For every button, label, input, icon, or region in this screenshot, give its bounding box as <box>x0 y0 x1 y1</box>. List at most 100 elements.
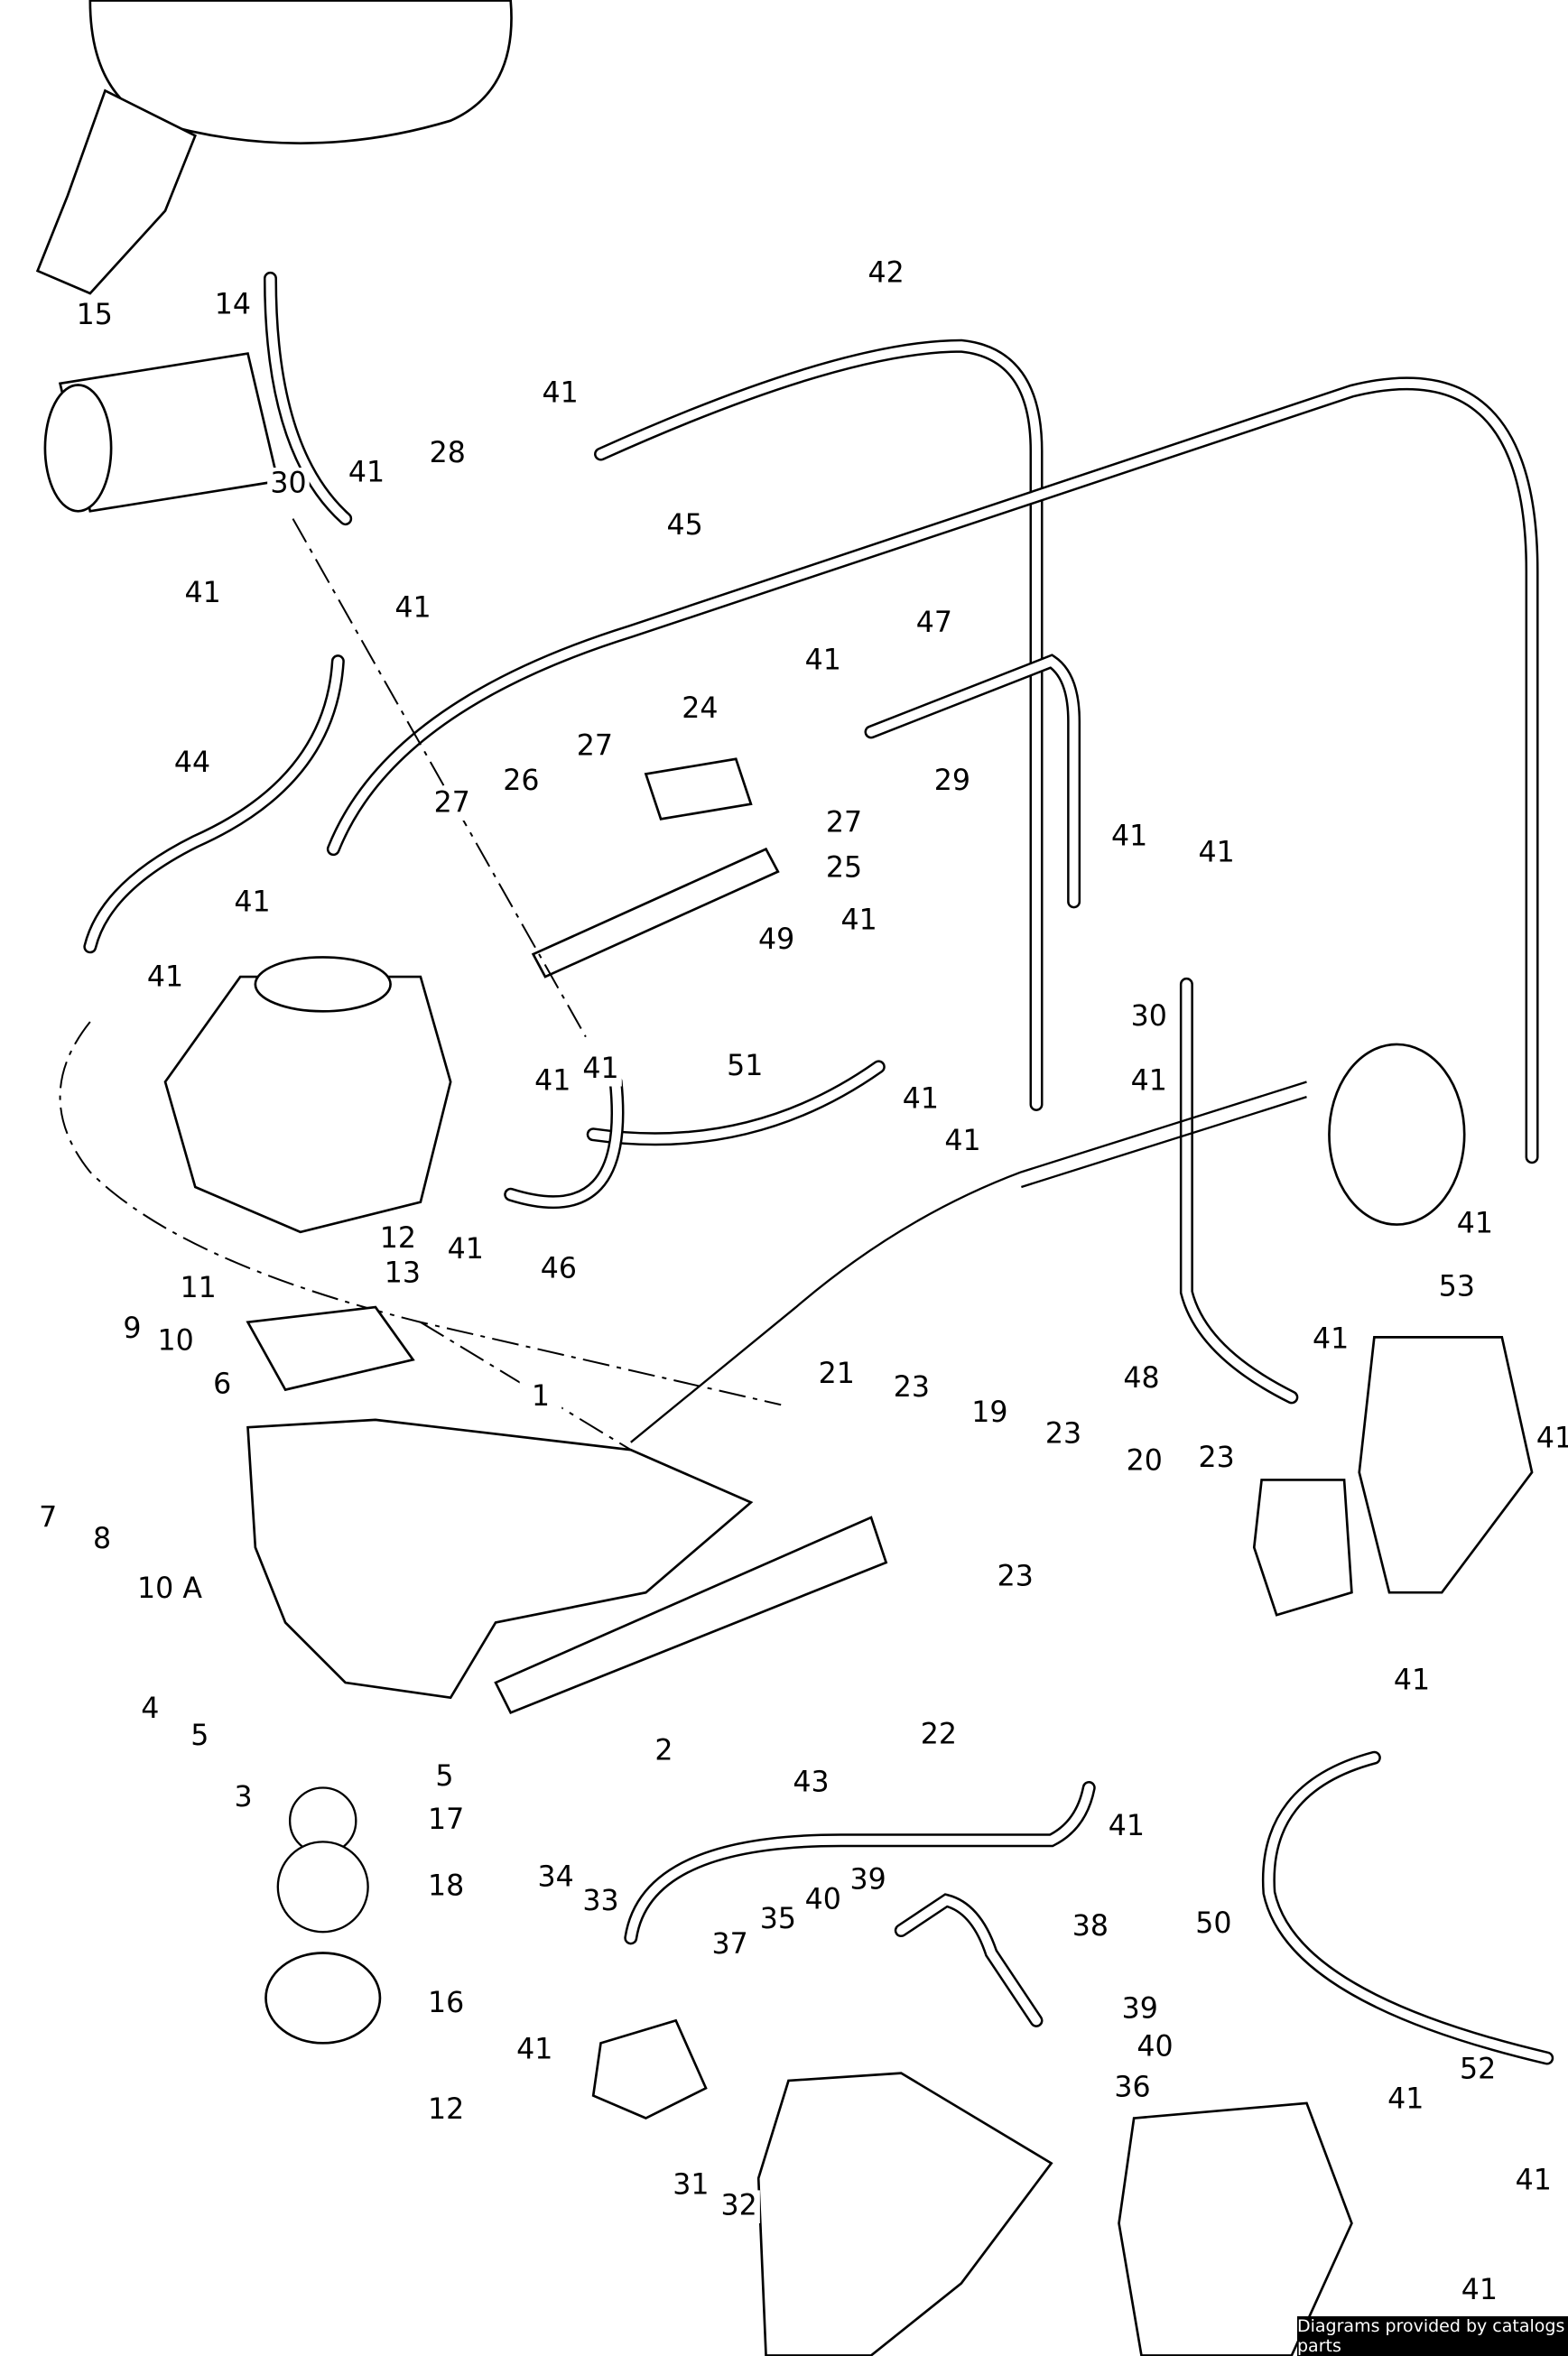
callout-10[interactable]: 10 <box>158 1324 194 1357</box>
callout-41[interactable]: 41 <box>534 1065 571 1098</box>
callout-23[interactable]: 23 <box>894 1371 930 1404</box>
callout-15[interactable]: 15 <box>77 299 113 331</box>
callout-41[interactable]: 41 <box>1131 1065 1167 1098</box>
callout-23[interactable]: 23 <box>997 1561 1034 1593</box>
callout-19[interactable]: 19 <box>971 1396 1007 1429</box>
callout-3[interactable]: 3 <box>234 1781 252 1813</box>
callout-28[interactable]: 28 <box>430 437 466 469</box>
callout-41[interactable]: 41 <box>542 377 578 410</box>
callout-bg <box>1069 1910 1112 1944</box>
callout-45[interactable]: 45 <box>667 509 703 542</box>
callout-7[interactable]: 7 <box>39 1502 57 1535</box>
callout-25[interactable]: 25 <box>826 851 862 884</box>
hose-47-inner <box>867 656 1079 906</box>
callout-16[interactable]: 16 <box>428 1987 464 2019</box>
callout-21[interactable]: 21 <box>819 1358 855 1390</box>
callout-11[interactable]: 11 <box>181 1272 217 1304</box>
callout-39[interactable]: 39 <box>1122 1993 1158 2026</box>
callout-26[interactable]: 26 <box>503 765 539 797</box>
callout-41[interactable]: 41 <box>1516 2164 1552 2196</box>
callout-30[interactable]: 30 <box>1131 1000 1167 1033</box>
callout-4[interactable]: 4 <box>141 1693 159 1725</box>
callout-5[interactable]: 5 <box>190 1720 209 1752</box>
callout-23[interactable]: 23 <box>1199 1442 1235 1474</box>
callout-22[interactable]: 22 <box>921 1718 957 1750</box>
callout-38[interactable]: 38 <box>1072 1910 1109 1943</box>
callout-41[interactable]: 41 <box>348 457 385 489</box>
callout-9[interactable]: 9 <box>123 1312 141 1345</box>
callout-27[interactable]: 27 <box>577 729 613 762</box>
callout-51[interactable]: 51 <box>727 1050 763 1082</box>
callout-41[interactable]: 41 <box>147 961 183 994</box>
callout-41[interactable]: 41 <box>1394 1664 1430 1696</box>
callout-12[interactable]: 12 <box>380 1222 416 1255</box>
callout-41[interactable]: 41 <box>944 1125 980 1157</box>
callout-bg <box>802 1883 845 1917</box>
callout-41[interactable]: 41 <box>448 1233 484 1266</box>
callout-14[interactable]: 14 <box>215 288 251 320</box>
callout-bg <box>73 299 116 333</box>
callout-13[interactable]: 13 <box>385 1257 421 1289</box>
callout-50[interactable]: 50 <box>1195 1907 1231 1940</box>
callout-41[interactable]: 41 <box>1387 2083 1424 2116</box>
callout-41[interactable]: 41 <box>1109 1810 1145 1842</box>
callout-32[interactable]: 32 <box>720 2190 756 2222</box>
callout-8[interactable]: 8 <box>93 1523 111 1555</box>
callout-6[interactable]: 6 <box>213 1368 231 1401</box>
callout-bg <box>267 468 310 501</box>
callout-41[interactable]: 41 <box>1457 1208 1493 1240</box>
callout-41[interactable]: 41 <box>1199 837 1235 869</box>
callout-41[interactable]: 41 <box>516 2034 552 2066</box>
callout-52[interactable]: 52 <box>1460 2053 1496 2085</box>
callout-30[interactable]: 30 <box>270 467 306 499</box>
callout-34[interactable]: 34 <box>537 1860 573 1893</box>
hose-43-inner <box>626 1783 1094 1943</box>
callout-48[interactable]: 48 <box>1123 1362 1159 1395</box>
callout-33[interactable]: 33 <box>582 1885 618 1917</box>
callout-41[interactable]: 41 <box>582 1053 618 1085</box>
callout-27[interactable]: 27 <box>434 787 470 820</box>
callout-10A[interactable]: 10 A <box>137 1572 202 1605</box>
callout-49[interactable]: 49 <box>758 923 794 956</box>
callout-bg <box>1111 2071 1154 2105</box>
callout-31[interactable]: 31 <box>673 2168 709 2201</box>
callout-41[interactable]: 41 <box>1461 2274 1498 2306</box>
callout-bg <box>1123 1445 1166 1479</box>
callout-20[interactable]: 20 <box>1127 1444 1163 1477</box>
callout-39[interactable]: 39 <box>850 1864 886 1897</box>
callout-42[interactable]: 42 <box>868 256 905 289</box>
callout-46[interactable]: 46 <box>541 1252 577 1285</box>
callout-2[interactable]: 2 <box>654 1735 673 1767</box>
callout-41[interactable]: 41 <box>1536 1423 1568 1455</box>
callout-41[interactable]: 41 <box>841 904 877 936</box>
callout-29[interactable]: 29 <box>934 765 970 797</box>
callout-17[interactable]: 17 <box>428 1804 464 1836</box>
callout-23[interactable]: 23 <box>1045 1418 1081 1451</box>
callout-bg <box>178 1720 221 1754</box>
callout-40[interactable]: 40 <box>1137 2030 1173 2063</box>
callout-41[interactable]: 41 <box>1111 820 1147 852</box>
callout-12[interactable]: 12 <box>428 2093 464 2126</box>
callout-53[interactable]: 53 <box>1439 1270 1475 1303</box>
callout-27[interactable]: 27 <box>826 806 862 839</box>
callout-bg <box>1533 1423 1568 1456</box>
callout-41[interactable]: 41 <box>234 886 270 919</box>
callout-41[interactable]: 41 <box>903 1082 939 1115</box>
callout-41[interactable]: 41 <box>394 591 431 624</box>
callout-1[interactable]: 1 <box>532 1380 550 1413</box>
callout-40[interactable]: 40 <box>805 1883 841 1915</box>
callout-41[interactable]: 41 <box>184 577 220 609</box>
callout-36[interactable]: 36 <box>1114 2071 1150 2103</box>
callout-47[interactable]: 47 <box>916 607 952 639</box>
callout-24[interactable]: 24 <box>682 692 718 725</box>
hose-44-inner <box>85 656 343 951</box>
callout-44[interactable]: 44 <box>174 747 210 779</box>
callout-5[interactable]: 5 <box>435 1760 453 1793</box>
callout-41[interactable]: 41 <box>1313 1323 1349 1356</box>
callout-18[interactable]: 18 <box>428 1869 464 1902</box>
callout-43[interactable]: 43 <box>793 1767 829 1799</box>
air-duct-mouth <box>43 384 113 513</box>
callout-35[interactable]: 35 <box>760 1903 796 1935</box>
callout-41[interactable]: 41 <box>805 645 841 677</box>
callout-37[interactable]: 37 <box>711 1928 747 1961</box>
